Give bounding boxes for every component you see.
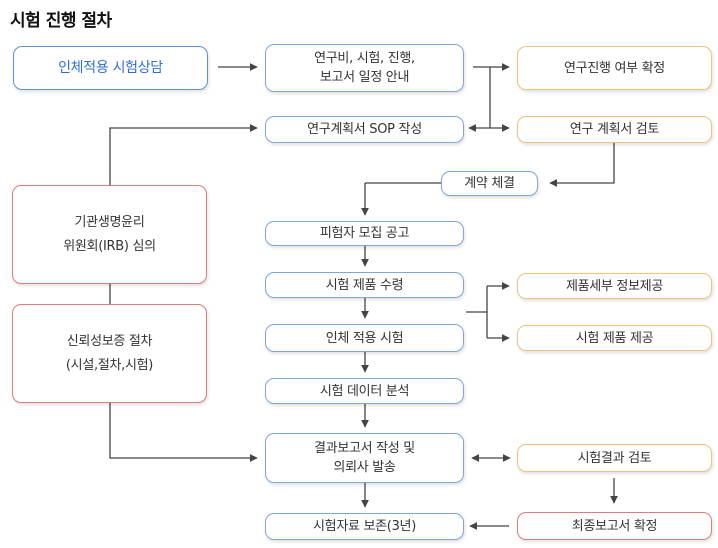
irb-box: 기관생명윤리 위원회(IRB) 심의 bbox=[12, 185, 207, 284]
plan-review-box: 연구 계획서 검토 bbox=[517, 116, 712, 143]
product-info-label: 제품세부 정보제공 bbox=[565, 278, 664, 294]
apply-test-box: 인체 적용 시험 bbox=[265, 324, 464, 352]
plan-review-label: 연구 계획서 검토 bbox=[569, 122, 660, 137]
confirm-progress-box: 연구진행 여부 확정 bbox=[517, 46, 712, 90]
review-result-label: 시험결과 검토 bbox=[577, 450, 652, 466]
final-report-label: 최종보고서 확정 bbox=[571, 518, 658, 534]
archive-label: 시험자료 보존(3년) bbox=[313, 519, 416, 534]
cost-schedule-box: 연구비, 시험, 진행, 보고서 일정 안내 bbox=[265, 44, 464, 92]
consult-label: 인체적용 시험상담 bbox=[58, 59, 163, 76]
sop-box: 연구계획서 SOP 작성 bbox=[265, 116, 464, 143]
reliability-label: 신뢰성보증 절차 (시설,절차,시험) bbox=[65, 333, 154, 373]
arrow-review-to-contract bbox=[549, 141, 615, 187]
consult-box: 인체적용 시험상담 bbox=[13, 46, 208, 90]
arrow-irb-to-sop bbox=[109, 124, 258, 185]
archive-box: 시험자료 보존(3년) bbox=[265, 513, 464, 540]
reliability-box: 신뢰성보증 절차 (시설,절차,시험) bbox=[12, 304, 207, 403]
product-info-box: 제품세부 정보제공 bbox=[517, 273, 712, 299]
cost-schedule-label: 연구비, 시험, 진행, 보고서 일정 안내 bbox=[314, 51, 415, 85]
final-report-box: 최종보고서 확정 bbox=[517, 512, 712, 540]
apply-test-label: 인체 적용 시험 bbox=[325, 330, 404, 346]
recruit-box: 피험자 모집 공고 bbox=[265, 221, 464, 246]
provide-product-box: 시험 제품 제공 bbox=[517, 325, 712, 351]
sop-label: 연구계획서 SOP 작성 bbox=[307, 122, 422, 137]
irb-label: 기관생명윤리 위원회(IRB) 심의 bbox=[63, 214, 156, 254]
receive-product-label: 시험 제품 수령 bbox=[325, 277, 404, 293]
receive-product-box: 시험 제품 수령 bbox=[265, 272, 464, 298]
provide-product-label: 시험 제품 제공 bbox=[575, 330, 654, 346]
report-write-label: 결과보고서 작성 및 의뢰사 발송 bbox=[314, 441, 415, 475]
report-write-box: 결과보고서 작성 및 의뢰사 발송 bbox=[265, 433, 464, 483]
recruit-label: 피험자 모집 공고 bbox=[319, 226, 410, 241]
arrow-reliability-to-report bbox=[109, 403, 258, 462]
page-title: 시험 진행 절차 bbox=[10, 11, 112, 31]
confirm-progress-label: 연구진행 여부 확정 bbox=[564, 60, 665, 76]
data-analysis-label: 시험 데이터 분석 bbox=[319, 383, 410, 399]
data-analysis-box: 시험 데이터 분석 bbox=[265, 378, 464, 404]
contract-box: 계약 체결 bbox=[441, 171, 538, 196]
review-result-box: 시험결과 검토 bbox=[517, 444, 712, 472]
contract-label: 계약 체결 bbox=[464, 176, 515, 191]
